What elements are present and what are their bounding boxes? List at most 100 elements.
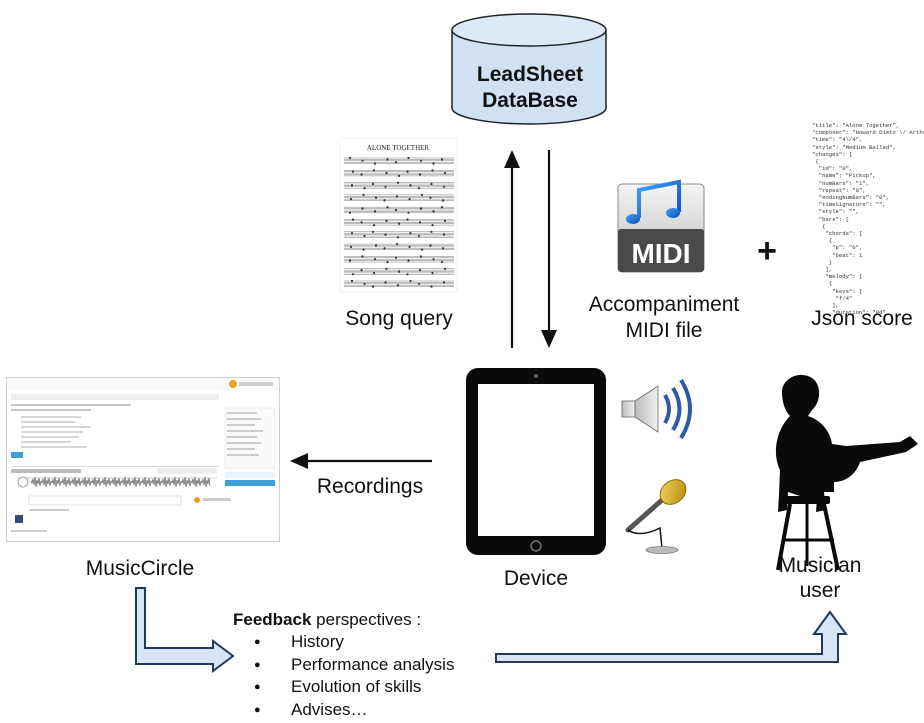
note-head [386,260,389,264]
note-head [417,234,421,238]
note-head [396,181,400,184]
note-head [395,195,399,198]
note-head [383,247,386,250]
musician-silhouette-icon [775,374,918,571]
note-head [407,259,410,262]
note-head [442,233,446,236]
note-head [432,258,435,261]
note-head [429,244,432,247]
note-head [383,199,386,202]
note-head [384,233,387,236]
midi-file-icon: MIDI [617,179,705,273]
note-head [430,285,433,288]
note-head [372,271,376,274]
note-head [429,196,432,199]
musiccircle-screenshot [6,377,280,542]
lead-sheet-title: ALONE TOGETHER [367,144,429,152]
note-head [372,224,376,227]
note-head [397,222,401,225]
note-head [430,230,433,233]
feedback-heading: Feedback perspectives : [233,609,454,631]
note-head [349,245,353,248]
musiccircle-label: MusicCircle [85,557,195,580]
note-head [372,169,376,172]
note-head [394,256,398,259]
note-head [348,211,352,214]
note-head [406,218,409,221]
song-query-label: Song query [345,307,453,330]
feedback-item: Performance analysis [233,654,454,677]
lead-sheet-image: ALONE TOGETHER [339,137,458,293]
tablet-device-icon [466,368,606,555]
note-head [395,243,399,246]
note-head [362,248,365,251]
note-head [441,247,445,250]
note-head [374,244,378,247]
note-head [394,208,398,212]
note-head [351,273,355,276]
note-head [441,199,445,202]
accompaniment-label-line1: Accompaniment [588,293,740,316]
recordings-label: Recordings [316,475,424,498]
arrow-feedback-to-musician [495,610,848,663]
note-head [348,259,352,262]
note-head [440,158,444,161]
note-head [397,174,401,177]
arrow-musiccircle-to-feedback [135,587,235,673]
note-head [385,219,388,222]
note-head [420,248,424,251]
note-head [420,193,424,196]
note-head [408,198,411,201]
music-note-icon [626,179,681,224]
feedback-list: History Performance analysis Evolution o… [233,631,454,721]
note-head [374,196,378,199]
plus-sign: + [757,232,777,270]
arrow-recordings [290,453,432,469]
feedback-item: History [233,631,454,654]
note-head [431,224,434,227]
arrow-device-to-database [504,150,520,348]
database-label-line2: DataBase [482,89,578,112]
note-head [396,284,400,287]
note-head [406,273,409,276]
note-head [360,221,363,224]
note-head [371,285,375,288]
note-head [397,270,401,273]
feedback-block: Feedback perspectives : History Performa… [233,609,454,721]
note-head [350,232,354,235]
note-head [385,267,388,270]
microphone-icon [625,479,687,554]
feedback-item: Evolution of skills [233,676,454,699]
note-head [442,281,446,284]
musician-label-line1: Musician [778,554,862,577]
note-head [432,162,435,165]
feedback-heading-rest: perspectives : [311,610,422,629]
note-head [350,279,354,283]
note-head [363,234,366,238]
note-head [373,210,377,213]
note-head [409,184,412,187]
note-head [386,206,389,209]
note-head [419,207,423,210]
accompaniment-label-line2: MIDI file [625,319,703,342]
note-head [394,161,398,164]
svg-text:MIDI: MIDI [631,238,690,269]
note-head [440,206,444,209]
note-head [409,232,412,235]
note-head [417,282,421,285]
note-head [407,211,410,214]
note-head [360,173,363,176]
note-head [417,187,421,190]
note-head [408,245,411,248]
database-cylinder-icon [451,13,607,125]
json-score-label: Json score [811,307,913,330]
note-head [348,156,352,160]
feedback-heading-bold: Feedback [233,610,312,629]
note-head [371,182,375,186]
note-head [431,169,434,172]
note-head [384,185,387,188]
note-head [386,158,389,161]
note-head [409,279,412,283]
note-head [443,267,447,270]
